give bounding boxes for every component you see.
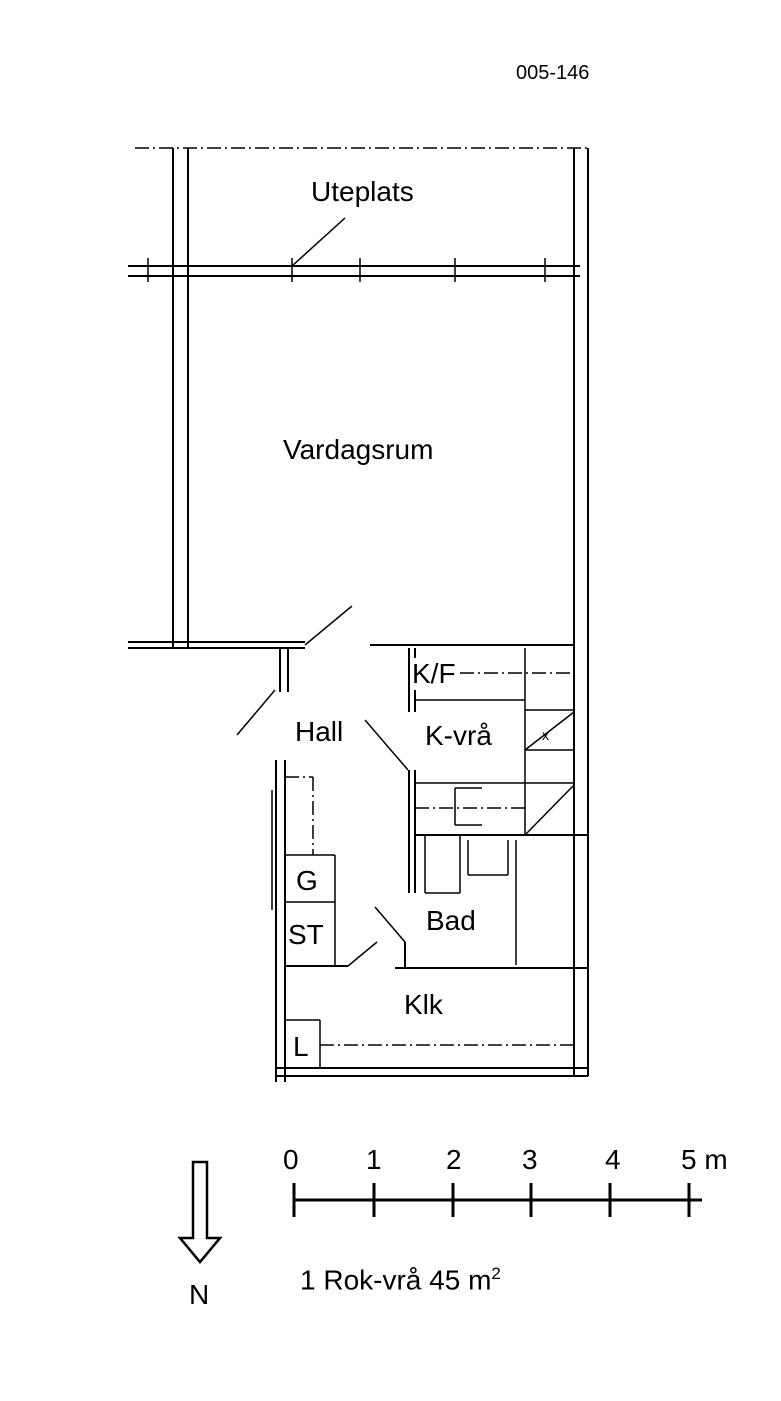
closets [285,776,336,965]
svg-text:x: x [542,727,549,743]
scale-tick-0: 0 [283,1144,299,1175]
apartment-summary: 1 Rok-vrå 45 m2 [300,1264,501,1296]
room-label-g: G [296,865,318,896]
summary-superscript: 2 [491,1264,501,1283]
room-label-st: ST [288,919,324,950]
bathroom-walls [374,834,588,968]
scale-tick-2: 2 [446,1144,462,1175]
room-label-bad: Bad [426,905,476,936]
wall-bottom [275,1019,588,1077]
scale-tick-1: 1 [366,1144,382,1175]
room-label-kf: K/F [412,658,456,690]
wall-patio [128,217,580,282]
kitchen-fixtures: x [408,648,575,836]
room-label-klk: Klk [404,989,443,1020]
wall-left-lower [271,760,286,1082]
room-label-uteplats: Uteplats [311,176,414,207]
scale-tick-5: 5 m [681,1144,728,1175]
room-label-vardagsrum: Vardagsrum [283,434,434,465]
hall-partition [364,719,416,893]
room-label-kvra: K-vrå [425,720,492,751]
wall-left-living [172,148,189,648]
drawing-number: 005-146 [516,62,590,84]
north-label: N [189,1279,210,1310]
scale-tick-4: 4 [605,1144,621,1175]
wall-klk-top [285,941,588,969]
room-label-hall: Hall [295,716,344,747]
north-arrow-icon [177,1160,223,1264]
summary-text: 1 Rok-vrå 45 m [300,1264,492,1296]
scale-bar [292,1183,702,1217]
wall-living-bottom [128,605,575,736]
scale-tick-3: 3 [522,1144,538,1175]
room-label-l: L [293,1031,309,1062]
wall-right [573,148,589,1076]
